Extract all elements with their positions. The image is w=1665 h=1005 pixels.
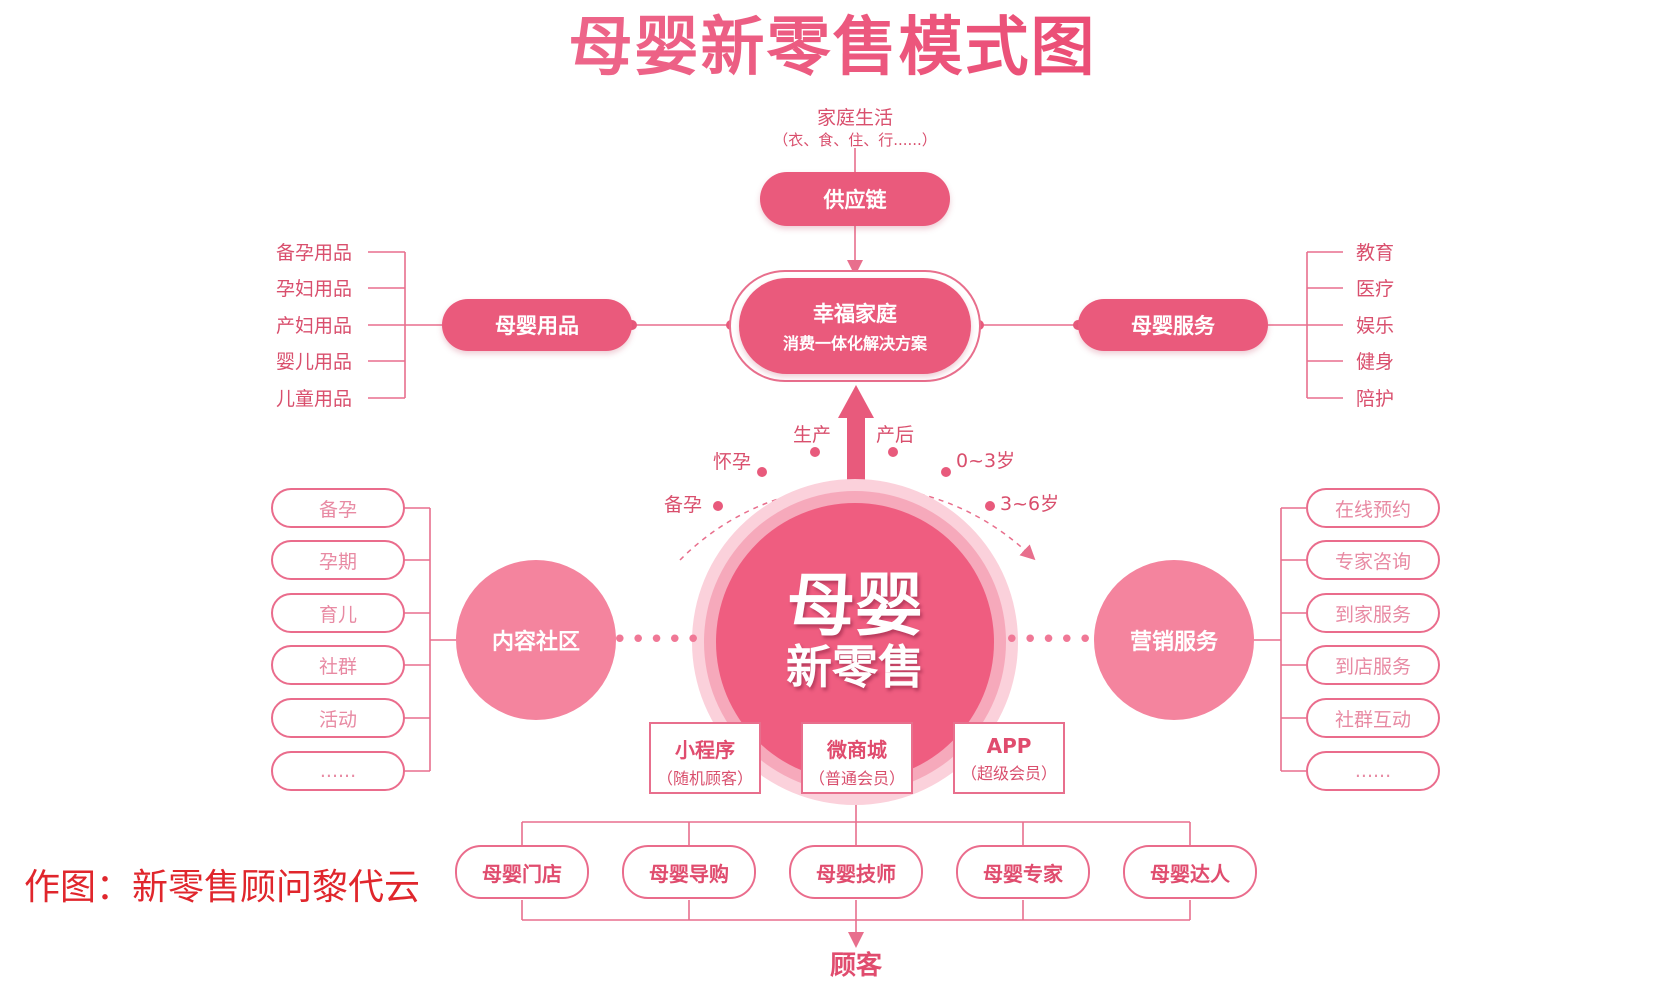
marketing-item: 在线预约 bbox=[1306, 488, 1440, 528]
core-subtitle: 新零售 bbox=[786, 640, 924, 695]
family-life-label: 家庭生活 bbox=[816, 106, 893, 129]
dots-right: ••••• bbox=[1004, 625, 1096, 655]
stage-label: 0~3岁 bbox=[956, 450, 1016, 472]
role-pill: 母婴技师 bbox=[789, 845, 923, 899]
channel-box-app: APP （超级会员） bbox=[953, 722, 1065, 794]
marketing-item: 社群互动 bbox=[1306, 698, 1440, 738]
maternal-products-pill: 母婴用品 bbox=[442, 299, 632, 351]
channel-sub: （超级会员） bbox=[960, 764, 1057, 783]
role-pill: 母婴专家 bbox=[956, 845, 1090, 899]
community-item: 社群 bbox=[271, 645, 405, 685]
product-item: 儿童用品 bbox=[275, 388, 352, 410]
marketing-service-circle: 营销服务 bbox=[1094, 560, 1254, 720]
community-item: 育儿 bbox=[271, 593, 405, 633]
stage-label: 备孕 bbox=[664, 494, 703, 516]
community-item: ...... bbox=[271, 751, 405, 791]
role-pill: 母婴导购 bbox=[622, 845, 756, 899]
channel-sub: （普通会员） bbox=[808, 769, 905, 788]
channel-box-micro-mall: 微商城 （普通会员） bbox=[801, 722, 913, 794]
channel-name: 小程序 bbox=[675, 738, 735, 762]
service-item: 教育 bbox=[1356, 242, 1395, 264]
stage-label: 3~6岁 bbox=[1000, 493, 1060, 515]
maternal-services-pill: 母婴服务 bbox=[1078, 299, 1268, 351]
center-family-title: 幸福家庭 bbox=[813, 302, 897, 326]
channel-name: APP bbox=[986, 734, 1032, 758]
core-circle: 母婴 新零售 bbox=[716, 503, 994, 781]
center-family-subtitle: 消费一体化解决方案 bbox=[782, 334, 927, 353]
content-community-circle: 内容社区 bbox=[456, 560, 616, 720]
role-pill: 母婴门店 bbox=[455, 845, 589, 899]
author-credit: 作图：新零售顾问黎代云 bbox=[24, 867, 421, 908]
stage-label: 生产 bbox=[793, 424, 832, 446]
channel-sub: （随机顾客） bbox=[656, 769, 753, 788]
product-item: 婴儿用品 bbox=[275, 351, 352, 373]
page-title: 母婴新零售模式图 bbox=[0, 2, 1665, 85]
customer-label: 顾客 bbox=[829, 950, 882, 981]
community-item: 备孕 bbox=[271, 488, 405, 528]
community-item: 活动 bbox=[271, 698, 405, 738]
core-title: 母婴 bbox=[786, 567, 923, 646]
stage-label: 产后 bbox=[876, 424, 915, 446]
stage-label: 怀孕 bbox=[713, 451, 752, 473]
family-life-detail: （衣、食、住、行......） bbox=[773, 130, 937, 149]
product-item: 产妇用品 bbox=[275, 315, 352, 337]
supply-chain-pill: 供应链 bbox=[760, 172, 950, 226]
channel-name: 微商城 bbox=[827, 738, 887, 762]
service-item: 医疗 bbox=[1356, 278, 1395, 300]
role-pill: 母婴达人 bbox=[1123, 845, 1257, 899]
marketing-item: 专家咨询 bbox=[1306, 540, 1440, 580]
service-item: 健身 bbox=[1356, 351, 1395, 373]
center-family-pill: 幸福家庭 消费一体化解决方案 bbox=[739, 278, 971, 374]
channel-box-mini-program: 小程序 （随机顾客） bbox=[649, 722, 761, 794]
community-item: 孕期 bbox=[271, 540, 405, 580]
marketing-item: 到家服务 bbox=[1306, 593, 1440, 633]
service-item: 陪护 bbox=[1356, 388, 1395, 410]
service-item: 娱乐 bbox=[1356, 315, 1395, 337]
product-item: 孕妇用品 bbox=[275, 278, 352, 300]
marketing-item: 到店服务 bbox=[1306, 645, 1440, 685]
dots-left: ••••• bbox=[612, 625, 704, 655]
marketing-item: ...... bbox=[1306, 751, 1440, 791]
product-item: 备孕用品 bbox=[275, 242, 352, 264]
